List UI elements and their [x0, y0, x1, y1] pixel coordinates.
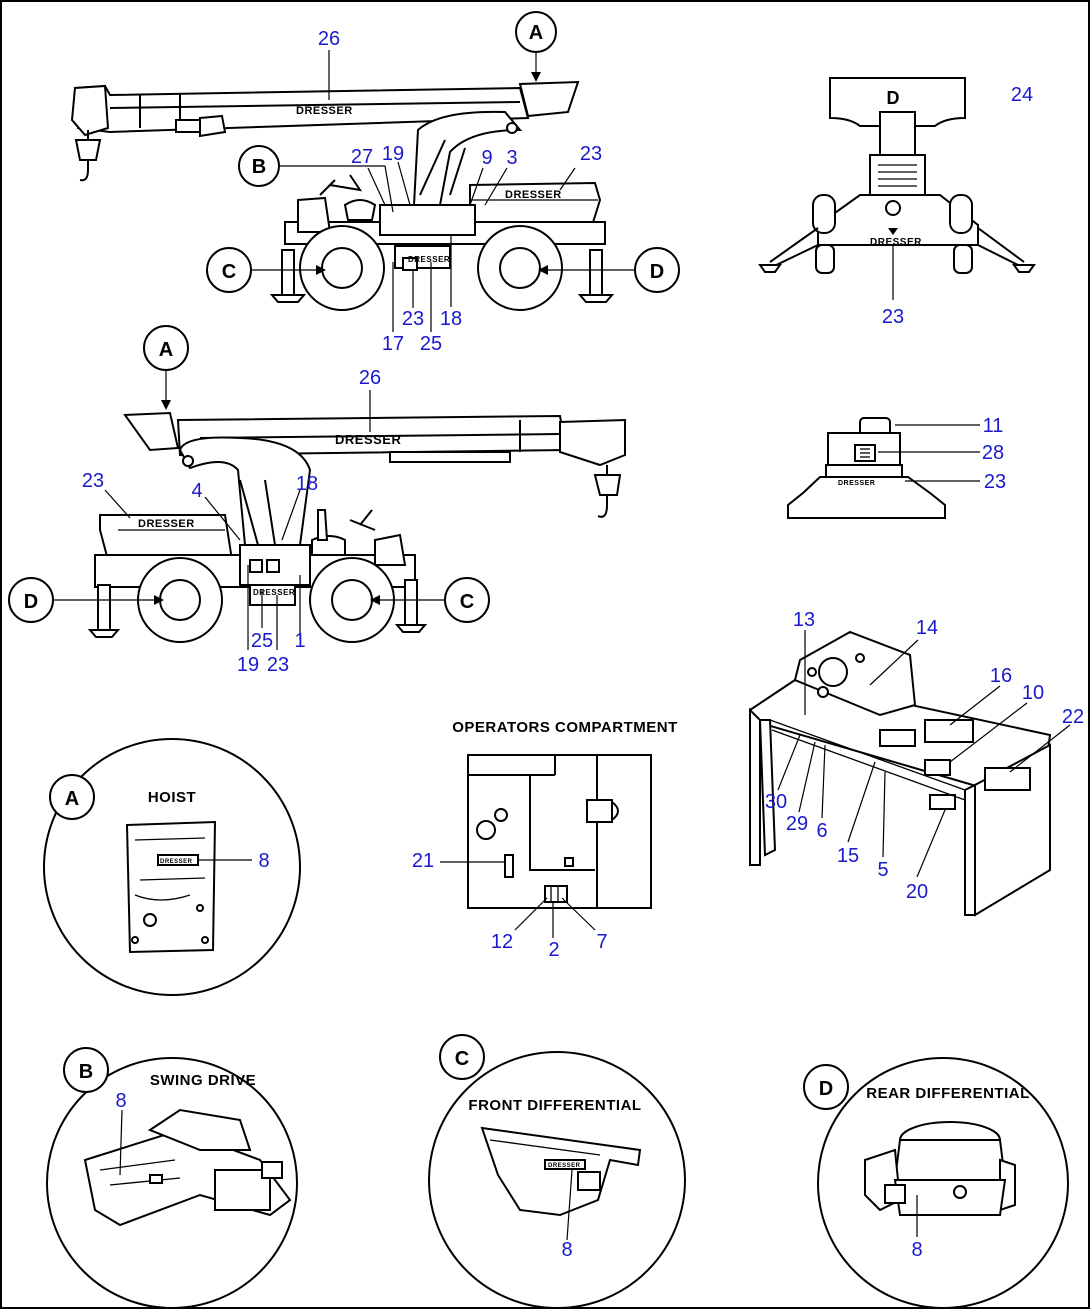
callout-number: 14 — [916, 617, 938, 639]
callout-number: 10 — [1022, 682, 1044, 704]
callout-number: 6 — [816, 820, 827, 842]
view-letter-b-balloon: B — [238, 145, 394, 213]
callout-number: 5 — [877, 859, 888, 881]
brand-label: DRESSER — [335, 432, 401, 447]
brand-label: DRESSER — [505, 189, 562, 201]
svg-text:D: D — [24, 591, 38, 613]
operators-compartment-view — [440, 754, 652, 938]
callout-number: 12 — [491, 931, 513, 953]
brand-label: DRESSER — [838, 480, 875, 487]
hoist-caption: HOIST — [148, 789, 196, 806]
rear-differential-caption: REAR DIFFERENTIAL — [866, 1085, 1030, 1102]
brand-label: DRESSER — [870, 237, 922, 248]
callout-number: 22 — [1062, 706, 1084, 728]
svg-text:C: C — [460, 591, 474, 613]
detail-circle-front-differential — [428, 1051, 686, 1309]
callout-number: 23 — [984, 471, 1006, 493]
svg-text:B: B — [79, 1061, 93, 1083]
callout-number: 11 — [983, 415, 1004, 437]
view-letter-a-balloon: A — [515, 11, 557, 82]
svg-text:D: D — [887, 88, 900, 108]
view-letter-a-balloon: A — [143, 325, 189, 410]
view-letter-d-balloon: D — [8, 577, 164, 623]
brand-label: DRESSER — [408, 255, 450, 264]
callout-number: 23 — [82, 470, 104, 492]
callout-number: 23 — [580, 143, 602, 165]
view-letter-d-balloon: D — [538, 247, 680, 293]
front-differential-detail — [480, 1126, 642, 1241]
crane-side-view-1 — [70, 80, 615, 311]
view-letter-c-balloon: C — [370, 577, 490, 623]
callout-number: 9 — [481, 147, 492, 169]
callout-number: 4 — [191, 480, 202, 502]
detail-letter-a-balloon: A — [49, 774, 95, 820]
crane-side-view-2 — [87, 411, 626, 643]
view-letter-c-balloon: C — [206, 247, 326, 293]
detail-circle-swing-drive — [46, 1057, 298, 1309]
hoist-detail — [125, 820, 252, 954]
svg-text:A: A — [65, 788, 79, 810]
callout-number: 26 — [359, 367, 381, 389]
detail-letter-b-balloon: B — [63, 1047, 109, 1093]
detail-circle-hoist — [43, 738, 301, 996]
detail-circle-rear-differential — [817, 1057, 1069, 1309]
callout-number: 17 — [382, 333, 404, 355]
detail-letter-d-balloon: D — [803, 1064, 849, 1110]
callout-number: 7 — [596, 931, 607, 953]
callout-number: 27 — [351, 146, 373, 168]
svg-text:A: A — [159, 339, 173, 361]
callout-number: 8 — [911, 1239, 922, 1261]
side-view-2-callouts — [104, 390, 371, 650]
svg-text:D: D — [650, 261, 664, 283]
detail-letter-c-balloon: C — [439, 1034, 485, 1080]
operator-console-view — [749, 630, 1052, 917]
callout-number: 19 — [382, 143, 404, 165]
svg-text:A: A — [529, 22, 543, 44]
callout-number: 8 — [115, 1090, 126, 1112]
callout-number: 28 — [982, 442, 1004, 464]
callout-number: 25 — [420, 333, 442, 355]
callout-number: 26 — [318, 28, 340, 50]
operators-compartment-caption: OPERATORS COMPARTMENT — [452, 719, 678, 736]
svg-text:D: D — [819, 1078, 833, 1100]
callout-number: 29 — [786, 813, 808, 835]
callout-number: 30 — [765, 791, 787, 813]
callout-number: 24 — [1011, 84, 1033, 106]
callout-number: 3 — [506, 147, 517, 169]
front-differential-caption: FRONT DIFFERENTIAL — [468, 1097, 641, 1114]
console-callouts — [777, 630, 1071, 878]
callout-number: 18 — [440, 308, 462, 330]
rear-differential-detail — [864, 1121, 1016, 1237]
callout-number: 19 — [237, 654, 259, 676]
callout-number: 23 — [402, 308, 424, 330]
counterweight-view — [787, 417, 980, 519]
callout-number: 15 — [837, 845, 859, 867]
svg-text:C: C — [222, 261, 236, 283]
crane-front-view: D — [758, 77, 1036, 300]
callout-number: 20 — [906, 881, 928, 903]
callout-number: 8 — [561, 1239, 572, 1261]
callout-number: 2 — [548, 939, 559, 961]
callout-number: 23 — [882, 306, 904, 328]
brand-label: DRESSER — [138, 518, 195, 530]
brand-label: DRESSER — [253, 588, 295, 597]
callout-number: 23 — [267, 654, 289, 676]
side-view-1-callouts — [328, 50, 576, 332]
callout-number: 16 — [990, 665, 1012, 687]
swing-drive-detail — [83, 1108, 292, 1227]
brand-label: DRESSER — [548, 1163, 581, 1169]
callout-number: 1 — [294, 630, 305, 652]
svg-text:C: C — [455, 1048, 469, 1070]
callout-number: 25 — [251, 630, 273, 652]
brand-label: DRESSER — [160, 859, 193, 865]
callout-number: 13 — [793, 609, 815, 631]
brand-label: DRESSER — [296, 105, 353, 117]
svg-text:B: B — [252, 156, 266, 178]
callout-number: 18 — [296, 473, 318, 495]
callout-number: 8 — [258, 850, 269, 872]
callout-number: 21 — [412, 850, 434, 872]
swing-drive-caption: SWING DRIVE — [150, 1072, 256, 1089]
